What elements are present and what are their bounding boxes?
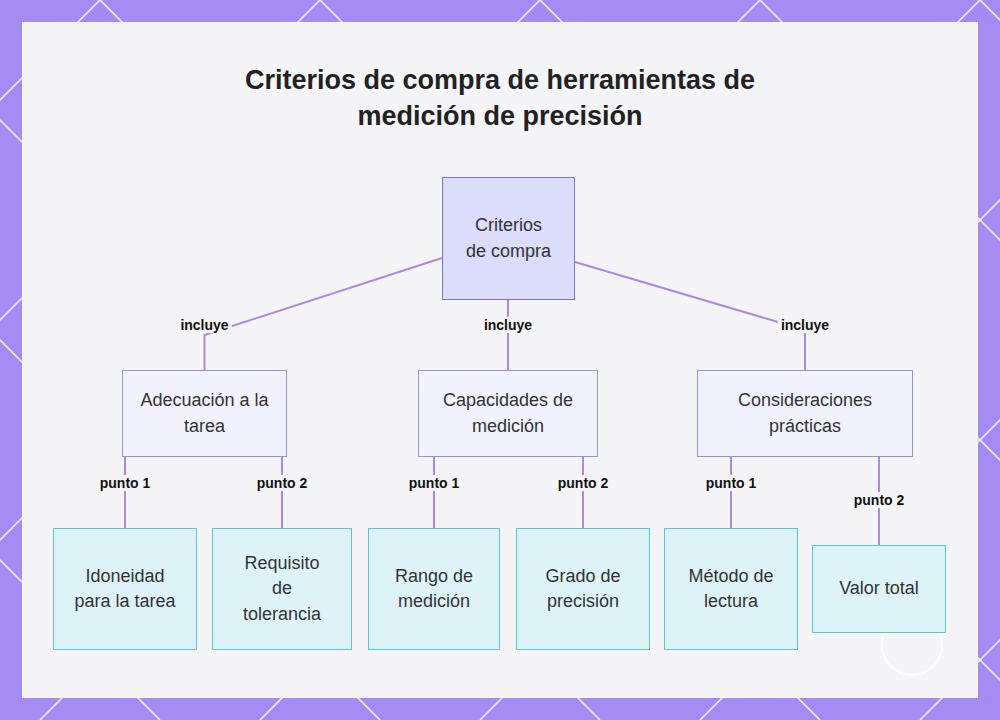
node-label: Rango de medición <box>389 564 479 614</box>
criterion-box: Grado de precisión <box>516 528 650 650</box>
criterion-box: Método de lectura <box>664 528 798 650</box>
category-box: Consideraciones prácticas <box>697 370 913 457</box>
edge-label: incluye <box>177 317 231 333</box>
category-box: Adecuación a la tarea <box>122 370 287 457</box>
pattern-line <box>980 0 1000 720</box>
connector <box>124 457 126 528</box>
diagram-title: Criterios de compra de herramientas de m… <box>200 62 800 135</box>
node-label: Grado de precisión <box>537 564 629 614</box>
edge-label: punto 1 <box>406 475 463 491</box>
criterion-box: Valor total <box>812 545 946 633</box>
criterion-box: Rango de medición <box>368 528 500 650</box>
edge-label: punto 1 <box>97 475 154 491</box>
node-label: Idoneidad para la tarea <box>74 564 176 614</box>
edge-label: punto 2 <box>254 475 311 491</box>
edge-label: punto 2 <box>851 492 908 508</box>
connector <box>205 258 443 370</box>
node-label: Adecuación a la tarea <box>137 388 272 438</box>
node-label: Capacidades de medición <box>433 388 583 438</box>
node-label: Criterios de compra <box>465 213 552 263</box>
connector <box>507 300 509 370</box>
connector <box>582 457 584 528</box>
category-box: Capacidades de medición <box>418 370 598 457</box>
connector <box>433 457 435 528</box>
panel <box>22 22 978 698</box>
connector <box>575 262 805 370</box>
criterion-box: Requisito de tolerancia <box>212 528 352 650</box>
edge-label: incluye <box>778 317 832 333</box>
criterion-box: Idoneidad para la tarea <box>53 528 197 650</box>
node-label: Valor total <box>839 576 919 601</box>
node-label: Método de lectura <box>685 564 777 614</box>
root-box: Criterios de compra <box>442 177 575 300</box>
edge-label: incluye <box>481 317 535 333</box>
node-label: Consideraciones prácticas <box>712 388 898 438</box>
edge-label: punto 2 <box>555 475 612 491</box>
connector <box>730 457 732 528</box>
edge-label: punto 1 <box>703 475 760 491</box>
connector <box>281 457 283 528</box>
node-label: Requisito de tolerancia <box>233 551 331 627</box>
